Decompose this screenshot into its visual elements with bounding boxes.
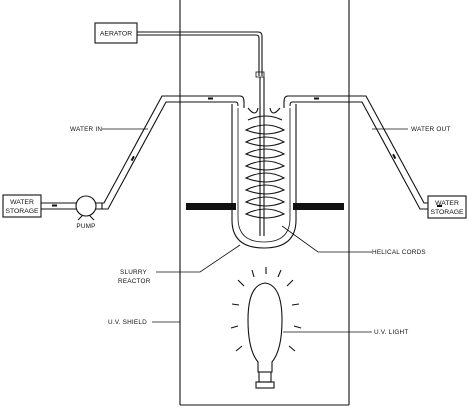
aerator: AERATOR <box>94 22 263 76</box>
slurry-reactor-callout: SLURRY REACTOR <box>118 244 241 285</box>
uv-shield-enclosure <box>179 0 350 406</box>
water-inlet-line: WATER STORAGE PUMP WATER IN <box>2 95 180 230</box>
pump <box>75 195 97 217</box>
support-shelf <box>186 203 344 210</box>
water-channel <box>180 95 349 108</box>
uv-shield-callout: U.V. SHIELD <box>108 319 180 326</box>
water-storage-left-label-2: STORAGE <box>5 208 39 215</box>
water-storage-left-label-1: WATER <box>10 199 34 206</box>
water-storage-right-label-2: STORAGE <box>430 209 464 216</box>
slurry-reactor-label-1: SLURRY <box>120 269 148 276</box>
slurry-reactor-vessel <box>231 104 297 249</box>
water-outlet-line: WATER OUT WATER STORAGE <box>349 95 467 219</box>
water-storage-right-label-1: WATER <box>435 200 459 207</box>
helical-cords <box>244 71 286 236</box>
uv-light-callout: U.V. LIGHT <box>283 329 408 336</box>
pump-label: PUMP <box>76 223 95 230</box>
water-storage-right <box>427 195 467 219</box>
helical-cords-callout: HELICAL CORDS <box>281 225 426 256</box>
water-storage-left <box>2 194 42 218</box>
slurry-reactor-label-2: REACTOR <box>118 278 151 285</box>
aerator-label: AERATOR <box>100 31 132 38</box>
water-out-label: WATER OUT <box>411 126 450 133</box>
uv-lamp <box>230 267 302 389</box>
aerator-box <box>94 22 138 44</box>
helical-cords-label: HELICAL CORDS <box>372 249 426 256</box>
uv-light-label: U.V. LIGHT <box>374 329 408 336</box>
uv-shield-label: U.V. SHIELD <box>108 319 147 326</box>
water-in-label: WATER IN <box>70 126 102 133</box>
